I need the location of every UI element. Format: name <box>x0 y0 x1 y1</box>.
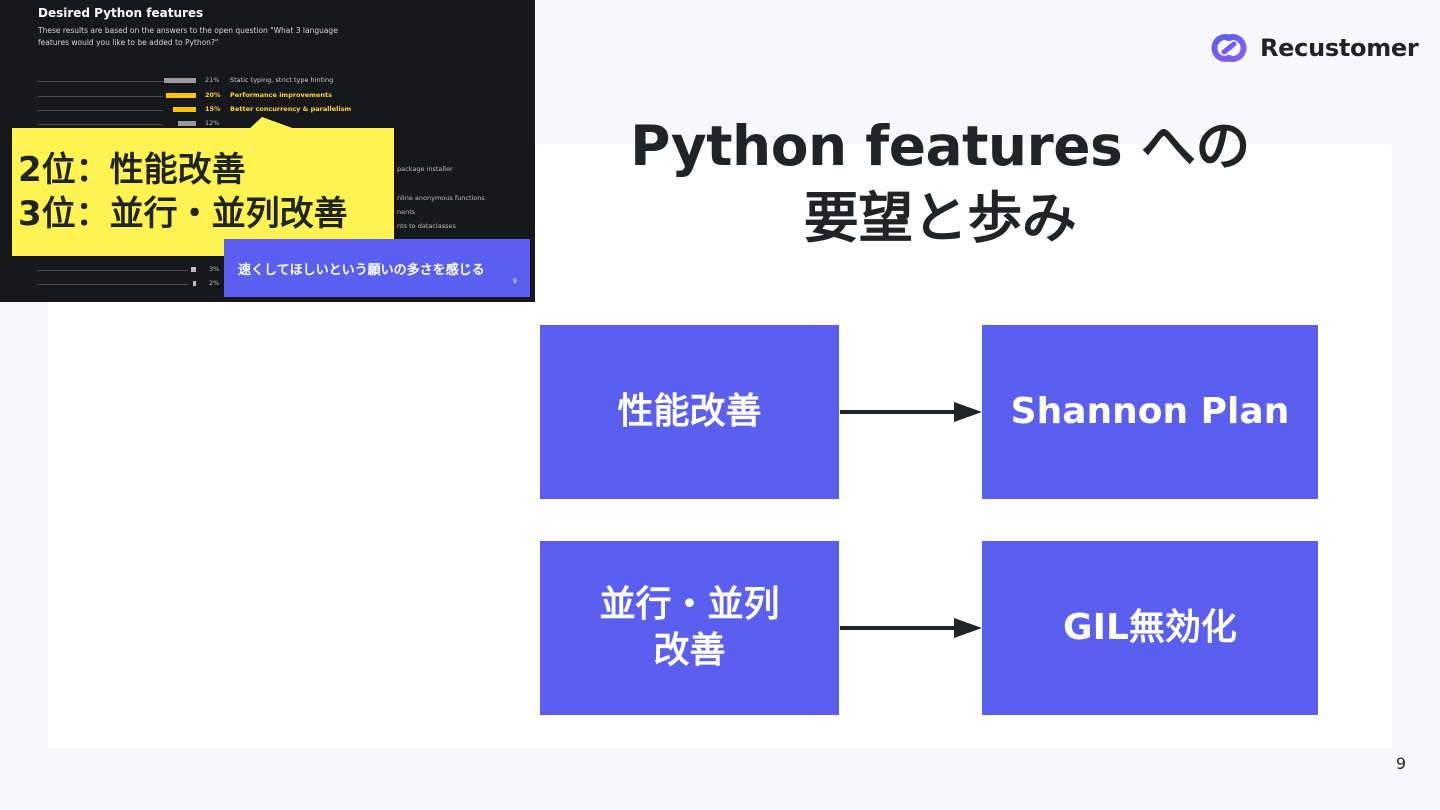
survey-bar-label: Performance improvements <box>230 91 332 99</box>
flow-box-performance: 性能改善 <box>540 325 839 499</box>
survey-bar <box>178 121 196 126</box>
brand-name: Recustomer <box>1260 34 1419 62</box>
survey-bar-row: 12% <box>38 119 518 129</box>
ranking-callout <box>12 128 394 256</box>
survey-partial-label: nts to dataclasses <box>397 222 456 230</box>
survey-bar-row: 20% Performance improvements <box>38 91 518 101</box>
brand-logo: Recustomer <box>1206 30 1419 66</box>
survey-partial-label: package installer <box>397 165 453 173</box>
flow-box-label: Shannon Plan <box>1010 391 1290 432</box>
survey-bar <box>191 267 196 272</box>
flow-box-label-line-1: 並行・並列 <box>599 584 780 625</box>
flow-box-concurrency: 並行・並列 改善 <box>540 541 839 715</box>
survey-heading: Desired Python features <box>38 6 204 20</box>
speed-wish-note-text: 速くしてほしいという願いの多さを感じる <box>238 263 485 278</box>
survey-bar-pct: 21% <box>205 76 220 84</box>
survey-description: These results are based on the answers t… <box>38 26 338 47</box>
infinity-link-icon <box>1211 34 1247 62</box>
flow-box-label: GIL無効化 <box>1063 607 1237 648</box>
survey-bar <box>164 78 196 83</box>
callout-pointer <box>248 117 298 130</box>
ranking-callout-line-1: 2位：性能改善 <box>18 150 246 190</box>
survey-bar-row: 15% Better concurrency & parallelism <box>38 105 518 115</box>
survey-bar-pct: 20% <box>205 91 221 99</box>
survey-bar <box>193 281 196 286</box>
title-line-1: Python features への <box>630 114 1250 178</box>
flow-box-gil-disable: GIL無効化 <box>982 541 1318 715</box>
flow-box-label-line-2: 改善 <box>653 630 726 671</box>
embedded-survey-screenshot: Desired Python features These results ar… <box>0 0 535 302</box>
survey-bar-pct: 12% <box>205 119 220 127</box>
survey-partial-label: nline anonymous functions <box>397 194 485 202</box>
survey-bar-row: 21% Static typing, strict type hinting <box>38 76 518 86</box>
survey-bar-pct: 2% <box>209 279 220 287</box>
title-line-2: 要望と歩み <box>803 186 1077 250</box>
survey-bar <box>173 107 196 112</box>
flow-box-shannon-plan: Shannon Plan <box>982 325 1318 499</box>
survey-bar-row: 3% <box>38 265 518 275</box>
flow-box-label: 性能改善 <box>617 391 762 432</box>
ranking-callout-text: 2位：性能改善 3位：並行・並列改善 <box>18 148 348 236</box>
survey-bar-row: 2% <box>38 279 518 289</box>
survey-partial-label: nents <box>397 208 416 216</box>
survey-bar-label: Static typing, strict type hinting <box>230 76 334 84</box>
survey-bar-pct: 15% <box>205 105 221 113</box>
embedded-page-number: 9 <box>513 278 517 285</box>
survey-bar <box>166 93 196 98</box>
speed-wish-note <box>224 239 530 297</box>
survey-bar-pct: 3% <box>209 265 220 273</box>
ranking-callout-line-2: 3位：並行・並列改善 <box>18 194 348 234</box>
page-title: Python features への 要望と歩み <box>560 110 1320 254</box>
survey-bar-label: Better concurrency & parallelism <box>230 105 352 113</box>
page-number: 9 <box>1395 754 1407 773</box>
